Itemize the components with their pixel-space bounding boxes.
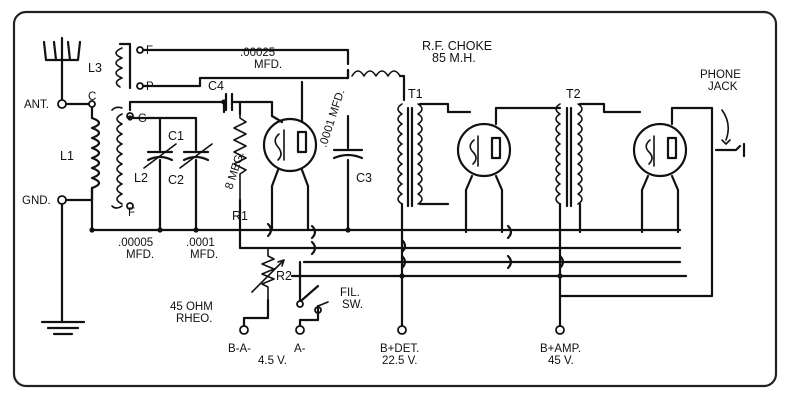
label-p-top: P	[146, 81, 154, 93]
label-b-amp: B+AMP.	[540, 343, 581, 355]
coil-l2	[116, 113, 123, 205]
capacitor-c3	[332, 148, 364, 160]
l2-f-terminal	[126, 202, 134, 210]
label-22-5v: 22.5 V.	[382, 355, 417, 367]
l3-f-terminal	[136, 46, 144, 54]
label-r1: R1	[232, 209, 248, 223]
label-phone-jack-2: JACK	[708, 81, 738, 93]
label-rheo-1: 45 OHM	[170, 301, 213, 313]
detector-tube-icon	[262, 114, 318, 173]
gnd-terminal	[57, 195, 67, 205]
label-c1: C1	[168, 129, 184, 143]
amplifier-tube-1-icon	[456, 122, 512, 178]
label-ant: ANT.	[24, 99, 49, 111]
label-c2: C2	[168, 173, 184, 187]
label-c2-value-2: MFD.	[190, 249, 218, 261]
label-c3-value: .0001 MFD.	[317, 88, 347, 149]
label-phone-jack-1: PHONE	[700, 69, 741, 81]
amplifier-tube-2-icon	[632, 122, 688, 178]
label-4-5v: 4.5 V.	[258, 355, 287, 367]
bus-line-2	[238, 198, 682, 250]
label-f-bottom: F	[128, 207, 135, 219]
label-l1: L1	[60, 149, 74, 163]
label-t2: T2	[566, 87, 581, 101]
label-45v: 45 V.	[548, 355, 574, 367]
capacitor-c2	[179, 143, 213, 169]
label-gnd: GND.	[22, 195, 51, 207]
label-fil-sw-1: FIL.	[340, 287, 360, 299]
label-c4: C4	[208, 79, 224, 93]
rf-choke	[351, 70, 401, 77]
rheostat-r2	[251, 247, 285, 301]
coil-l1	[90, 116, 101, 190]
label-rf-choke-2: 85 M.H.	[432, 51, 476, 65]
label-c1-value-1: .00005	[118, 237, 153, 249]
label-c1-value-2: MFD.	[126, 249, 154, 261]
label-f-top: F	[146, 45, 153, 57]
label-fil-sw-2: SW.	[342, 299, 363, 311]
l1-c-terminal	[88, 100, 96, 108]
label-c4-value-1: .00025	[240, 47, 275, 59]
label-r2: R2	[276, 269, 292, 283]
transformer-t2	[555, 103, 583, 208]
ant-terminal	[57, 99, 67, 109]
label-t1: T1	[408, 87, 423, 101]
b-det-terminal	[397, 325, 407, 335]
antenna-icon	[42, 36, 82, 102]
b-a-minus-terminal	[239, 325, 249, 335]
filament-switch-icon	[296, 260, 322, 314]
b-amp-terminal	[555, 325, 565, 335]
label-r1-value: 8 MEG.	[223, 150, 246, 191]
label-c3: C3	[356, 171, 372, 185]
label-c-node: C	[88, 91, 96, 103]
label-rf-choke-1: R.F. CHOKE	[422, 39, 492, 53]
ground-icon	[40, 320, 86, 336]
label-c4-value-2: MFD.	[254, 59, 282, 71]
l3-p-terminal	[136, 82, 144, 90]
label-rheo-2: RHEO.	[176, 313, 212, 325]
label-a-minus: A-	[294, 343, 306, 355]
coil-l3	[115, 47, 123, 88]
panel-border	[12, 10, 778, 388]
label-b-det: B+DET.	[380, 343, 419, 355]
phone-jack-icon	[710, 109, 746, 164]
capacitor-c1	[143, 143, 177, 169]
label-l2: L2	[134, 171, 148, 185]
label-g-node: G	[138, 113, 147, 125]
label-l3: L3	[88, 61, 102, 75]
transformer-t1	[397, 103, 423, 208]
resistor-r1	[233, 113, 247, 201]
label-b-a-minus: B-A-	[228, 343, 251, 355]
a-minus-terminal	[295, 325, 305, 335]
label-c2-value-1: .0001	[186, 237, 215, 249]
